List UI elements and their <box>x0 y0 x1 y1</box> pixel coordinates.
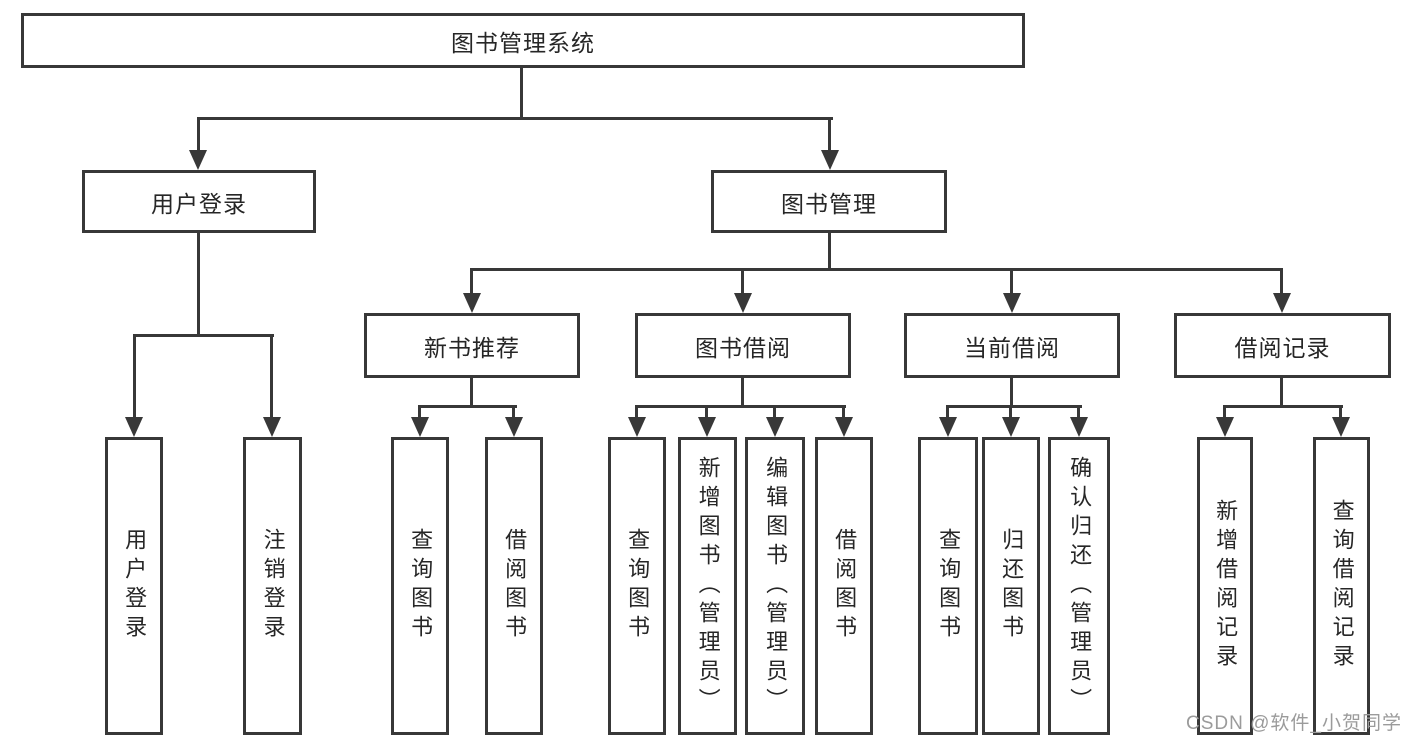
arrowhead-groupA-leaf-1 <box>411 417 429 437</box>
arrowhead-group-4 <box>1273 293 1291 313</box>
edge-drop-group-1 <box>470 268 473 296</box>
arrowhead-groupD-leaf-2 <box>1332 417 1350 437</box>
node-leaf-user-login: 用户登录 <box>105 437 163 735</box>
edge-drop-management <box>828 117 831 153</box>
edge-groupC-drop-2 <box>1009 405 1012 419</box>
arrowhead-groupC-leaf-3 <box>1070 417 1088 437</box>
node-book-borrow: 图书借阅 <box>635 313 851 378</box>
node-leaf-confirm-return-admin: 确认归还（管理员） <box>1048 437 1110 735</box>
edge-login-drop-1 <box>133 334 136 419</box>
edge-groupA-bar <box>418 405 517 408</box>
arrowhead-management <box>821 150 839 170</box>
node-leaf-return-books: 归还图书 <box>982 437 1040 735</box>
node-user-login-branch: 用户登录 <box>82 170 316 233</box>
edge-login-bar <box>133 334 274 337</box>
edge-drop-group-4 <box>1280 268 1283 296</box>
edge-groupA-drop-2 <box>512 405 515 419</box>
arrowhead-groupC-leaf-1 <box>939 417 957 437</box>
arrowhead-groupB-leaf-2 <box>698 417 716 437</box>
edge-root-stem <box>520 67 523 119</box>
edge-groupC-stem <box>1010 377 1013 408</box>
node-leaf-add-books-admin: 新增图书（管理员） <box>678 437 737 735</box>
arrowhead-group-2 <box>734 293 752 313</box>
edge-groupB-drop-4 <box>842 405 845 419</box>
edge-groupC-bar <box>946 405 1082 408</box>
node-root: 图书管理系统 <box>21 13 1025 68</box>
node-leaf-borrow-books: 借阅图书 <box>815 437 873 735</box>
arrowhead-login-leaf-1 <box>125 417 143 437</box>
edge-drop-login <box>197 117 200 153</box>
arrowhead-groupA-leaf-2 <box>505 417 523 437</box>
node-leaf-add-borrow-record: 新增借阅记录 <box>1197 437 1253 735</box>
edge-drop-group-3 <box>1010 268 1013 296</box>
arrowhead-groupB-leaf-4 <box>835 417 853 437</box>
watermark: CSDN @软件_小贺同学 <box>1186 713 1402 734</box>
node-leaf-search-books-recommend: 查询图书 <box>391 437 449 735</box>
edge-level1-bar <box>197 117 833 120</box>
edge-management-stem <box>828 232 831 271</box>
node-leaf-search-borrow-record: 查询借阅记录 <box>1313 437 1370 735</box>
edge-groupC-drop-3 <box>1077 405 1080 419</box>
arrowhead-login-leaf-2 <box>263 417 281 437</box>
edge-groupA-stem <box>470 377 473 408</box>
node-leaf-search-books-borrow: 查询图书 <box>608 437 666 735</box>
edge-groupD-bar <box>1223 405 1343 408</box>
edge-groupB-stem <box>741 377 744 408</box>
edge-login-stem <box>197 232 200 337</box>
edge-groupC-drop-1 <box>946 405 949 419</box>
edge-groupB-drop-3 <box>773 405 776 419</box>
node-book-management-branch: 图书管理 <box>711 170 947 233</box>
arrowhead-groupB-leaf-1 <box>628 417 646 437</box>
edge-groupA-drop-1 <box>418 405 421 419</box>
node-leaf-edit-books-admin: 编辑图书（管理员） <box>745 437 805 735</box>
node-leaf-logout: 注销登录 <box>243 437 302 735</box>
edge-groupD-stem <box>1280 377 1283 408</box>
edge-groupB-drop-2 <box>705 405 708 419</box>
edge-level3-bar <box>470 268 1283 271</box>
node-borrow-records: 借阅记录 <box>1174 313 1391 378</box>
arrowhead-group-1 <box>463 293 481 313</box>
edge-groupD-drop-2 <box>1339 405 1342 419</box>
edge-groupB-bar <box>635 405 846 408</box>
arrowhead-groupC-leaf-2 <box>1002 417 1020 437</box>
node-new-book-recommend: 新书推荐 <box>364 313 580 378</box>
arrowhead-group-3 <box>1003 293 1021 313</box>
edge-groupB-drop-1 <box>635 405 638 419</box>
node-leaf-borrow-books-recommend: 借阅图书 <box>485 437 543 735</box>
arrowhead-groupD-leaf-1 <box>1216 417 1234 437</box>
edge-groupD-drop-1 <box>1223 405 1226 419</box>
edge-login-drop-2 <box>270 334 273 419</box>
arrowhead-login <box>189 150 207 170</box>
node-current-borrow: 当前借阅 <box>904 313 1120 378</box>
node-leaf-search-books-current: 查询图书 <box>918 437 978 735</box>
arrowhead-groupB-leaf-3 <box>766 417 784 437</box>
edge-drop-group-2 <box>741 268 744 296</box>
